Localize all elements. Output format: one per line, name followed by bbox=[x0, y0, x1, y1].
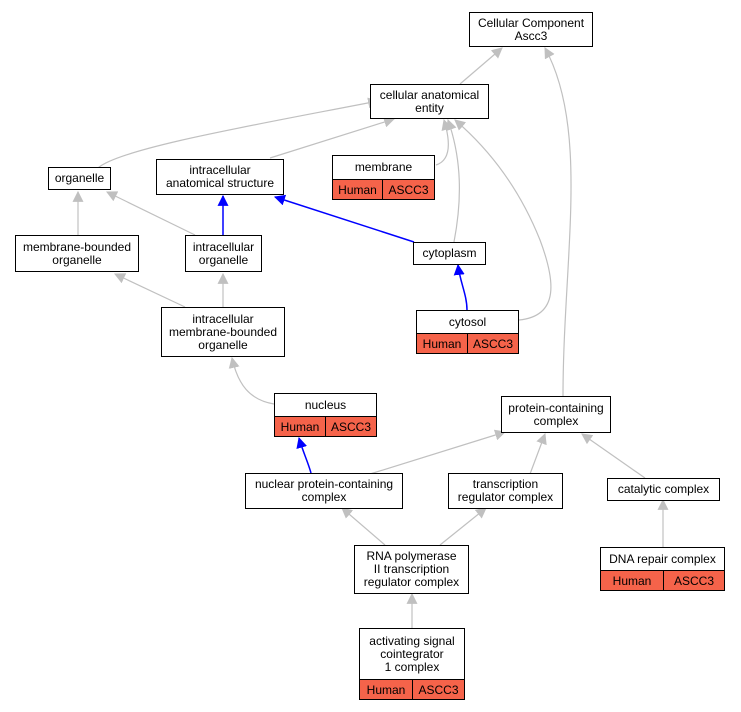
edge-ias-to-cae bbox=[269, 116, 396, 159]
node-rna-polymerase-ii-transcription-regulator-complex[interactable]: RNA polymerase II transcription regulato… bbox=[354, 545, 469, 594]
node-label: intracellular organelle bbox=[192, 239, 255, 267]
edge-cytoplasm-to-ias[interactable] bbox=[273, 194, 415, 243]
node-nuclear-protein-containing-complex[interactable]: nuclear protein-containing complex bbox=[245, 473, 403, 509]
edge-rnap-to-npcc bbox=[341, 507, 386, 546]
node-intracellular-membrane-bounded-organelle[interactable]: intracellular membrane-bounded organelle bbox=[161, 307, 285, 357]
node-label: intracellular anatomical structure bbox=[165, 163, 275, 190]
node-label: catalytic complex bbox=[617, 482, 710, 496]
gene-label: ASCC3 bbox=[412, 680, 464, 699]
edge-rnap-to-trc bbox=[439, 507, 487, 546]
node-label: transcription regulator complex bbox=[457, 477, 554, 504]
edge-nucleus-to-imbo bbox=[228, 356, 275, 405]
edge-cytosol-to-cytoplasm[interactable] bbox=[453, 263, 468, 311]
gene-label: ASCC3 bbox=[325, 417, 376, 436]
node-label: activating signal cointegrator 1 complex bbox=[369, 633, 455, 674]
edge-cytoplasm-to-cae bbox=[446, 118, 460, 243]
edge-io-to-organelle bbox=[106, 191, 196, 236]
species-label: Human bbox=[280, 419, 320, 434]
node-label: cellular anatomical entity bbox=[379, 87, 480, 115]
gene-label: ASCC3 bbox=[382, 180, 434, 199]
node-cellular-component[interactable]: Cellular Component Ascc3 bbox=[469, 12, 593, 47]
edge-cae-to-root bbox=[459, 47, 503, 85]
edge-pcc-to-root bbox=[544, 47, 572, 397]
node-intracellular-organelle[interactable]: intracellular organelle bbox=[185, 235, 262, 272]
node-cytoplasm[interactable]: cytoplasm bbox=[413, 242, 486, 265]
gene-label: ASCC3 bbox=[467, 334, 518, 353]
edge-cc-to-pcc bbox=[581, 433, 646, 479]
node-label: cytoplasm bbox=[422, 246, 477, 260]
annotation-row: Human ASCC3 bbox=[275, 416, 376, 436]
annotation-row: Human ASCC3 bbox=[417, 333, 518, 353]
species-label: Human bbox=[338, 182, 377, 197]
node-label: nucleus bbox=[304, 397, 347, 412]
node-label: DNA repair complex bbox=[609, 551, 716, 566]
node-label: RNA polymerase II transcription regulato… bbox=[363, 549, 460, 589]
node-label: intracellular membrane-bounded organelle bbox=[168, 311, 278, 352]
node-label: cytosol bbox=[448, 314, 487, 329]
node-nucleus[interactable]: nucleus Human ASCC3 bbox=[274, 393, 377, 437]
edge-trc-to-pcc bbox=[529, 432, 547, 475]
edge-membrane-to-cae bbox=[435, 118, 453, 166]
node-protein-containing-complex[interactable]: protein-containing complex bbox=[501, 396, 611, 433]
node-membrane[interactable]: membrane Human ASCC3 bbox=[332, 155, 435, 200]
node-label: membrane-bounded organelle bbox=[22, 239, 132, 267]
edge-imbo-to-mbo bbox=[114, 273, 186, 308]
species-label: Human bbox=[366, 682, 406, 697]
node-cellular-anatomical-entity[interactable]: cellular anatomical entity bbox=[370, 84, 489, 119]
species-label: Human bbox=[422, 336, 462, 351]
node-intracellular-anatomical-structure[interactable]: intracellular anatomical structure bbox=[156, 159, 284, 195]
node-cytosol[interactable]: cytosol Human ASCC3 bbox=[416, 310, 519, 354]
node-label: Cellular Component Ascc3 bbox=[477, 15, 585, 43]
node-membrane-bounded-organelle[interactable]: membrane-bounded organelle bbox=[15, 235, 139, 272]
edge-nucleus-to-npcc[interactable] bbox=[296, 436, 312, 474]
gene-label: ASCC3 bbox=[663, 571, 724, 590]
annotation-row: Human ASCC3 bbox=[360, 679, 464, 699]
node-label: membrane bbox=[354, 160, 413, 174]
node-dna-repair-complex[interactable]: DNA repair complex Human ASCC3 bbox=[600, 547, 725, 591]
edge-npcc-to-pcc bbox=[369, 429, 507, 475]
node-label: organelle bbox=[54, 171, 105, 185]
node-transcription-regulator-complex[interactable]: transcription regulator complex bbox=[448, 473, 563, 509]
edge-cytosol-to-cae bbox=[454, 119, 552, 321]
node-label: protein-containing complex bbox=[508, 400, 604, 428]
annotation-row: Human ASCC3 bbox=[333, 179, 434, 199]
edge-organelle-to-cae bbox=[97, 97, 380, 169]
node-activating-signal-cointegrator-1-complex[interactable]: activating signal cointegrator 1 complex… bbox=[359, 628, 465, 700]
species-label: Human bbox=[612, 573, 652, 588]
annotation-row: Human ASCC3 bbox=[601, 570, 724, 590]
node-catalytic-complex[interactable]: catalytic complex bbox=[607, 478, 720, 501]
node-label: nuclear protein-containing complex bbox=[254, 477, 394, 504]
node-organelle[interactable]: organelle bbox=[48, 167, 111, 190]
